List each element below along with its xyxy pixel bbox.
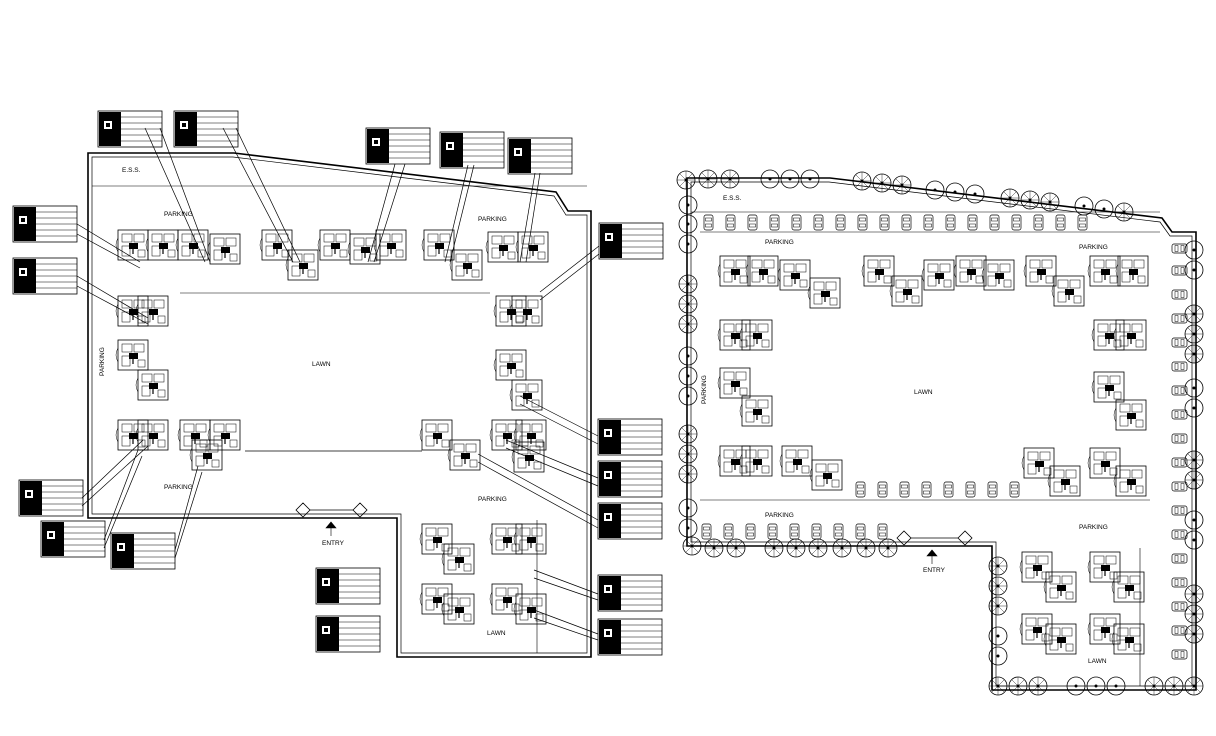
left-ess-label: E.S.S. — [122, 167, 141, 174]
right-parking-side-label: PARKING — [701, 375, 708, 404]
right-trees — [676, 169, 1204, 696]
left-entry-label: ENTRY — [322, 540, 345, 547]
left-legend-boxes — [12, 110, 664, 656]
left-lawn-small-label: LAWN — [487, 630, 506, 637]
left-site-plan — [87, 152, 592, 658]
right-ess-label: E.S.S. — [723, 195, 742, 202]
right-parking-top-left-label: PARKING — [765, 239, 794, 246]
left-parking-bottom-right-label: PARKING — [478, 496, 507, 503]
right-plan-labels: E.S.S. PARKING PARKING PARKING LAWN PARK… — [701, 195, 1108, 665]
left-units — [115, 229, 549, 625]
left-leader-lines — [76, 127, 600, 641]
right-parking-bottom-right-label: PARKING — [1079, 524, 1108, 531]
right-lawn-small-label: LAWN — [1088, 658, 1107, 665]
left-plan-labels: E.S.S. PARKING PARKING PARKING LAWN PARK… — [99, 167, 507, 637]
right-entry-label: ENTRY — [923, 567, 946, 574]
right-parking-bottom-left-label: PARKING — [765, 512, 794, 519]
left-parking-top-right-label: PARKING — [478, 216, 507, 223]
right-parking-top-right-label: PARKING — [1079, 244, 1108, 251]
right-site-plan — [686, 177, 1197, 691]
left-parking-side-label: PARKING — [99, 347, 106, 376]
right-lawn-label: LAWN — [914, 389, 933, 396]
left-lawn-label: LAWN — [312, 361, 331, 368]
left-parking-bottom-left-label: PARKING — [164, 484, 193, 491]
left-parking-top-left-label: PARKING — [164, 211, 193, 218]
right-units — [717, 255, 1149, 655]
